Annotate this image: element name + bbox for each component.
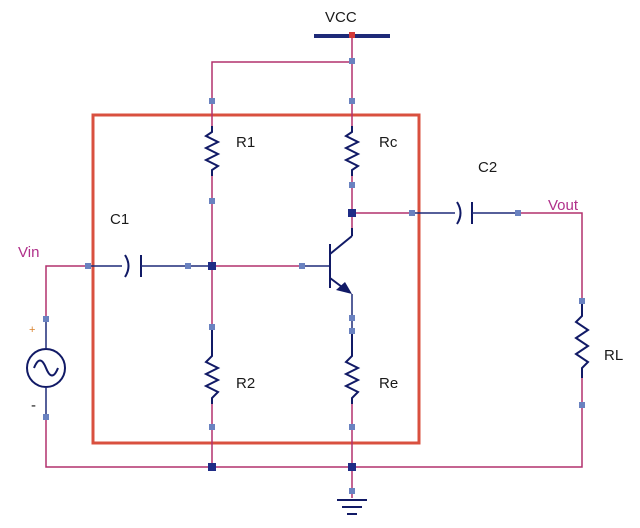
rl-resistor: [352, 298, 590, 468]
re-label: Re: [379, 375, 398, 392]
rc-resistor: [343, 100, 361, 212]
ground-wire: [212, 466, 353, 498]
ac-source: [26, 320, 212, 468]
r2-label: R2: [236, 375, 255, 392]
c2-label: C2: [478, 159, 497, 176]
connection-pins: [43, 58, 585, 494]
vin-label: Vin: [18, 244, 39, 261]
r2-resistor: [203, 266, 221, 467]
c1-capacitor: [124, 254, 212, 278]
bias-network-frame: [91, 113, 421, 445]
rl-label: RL: [604, 347, 623, 364]
c1-label: C1: [110, 211, 129, 228]
ground-icon: [337, 499, 367, 515]
vcc-label: VCC: [325, 9, 357, 26]
npn-transistor: [329, 228, 353, 318]
vcc-rail: [314, 32, 390, 38]
vout-label: Vout: [548, 197, 579, 214]
r1-label: R1: [236, 134, 255, 151]
c2-capacitor: [456, 201, 583, 298]
re-resistor: [343, 318, 361, 467]
rc-label: Rc: [379, 134, 398, 151]
junction-dots: [208, 209, 356, 471]
supply-wires: [211, 38, 353, 100]
input-wire: [45, 265, 122, 320]
r1-resistor: [203, 100, 221, 265]
collector-wire: [351, 212, 455, 228]
minus-label: -: [31, 397, 36, 414]
plus-label: +: [29, 324, 35, 336]
